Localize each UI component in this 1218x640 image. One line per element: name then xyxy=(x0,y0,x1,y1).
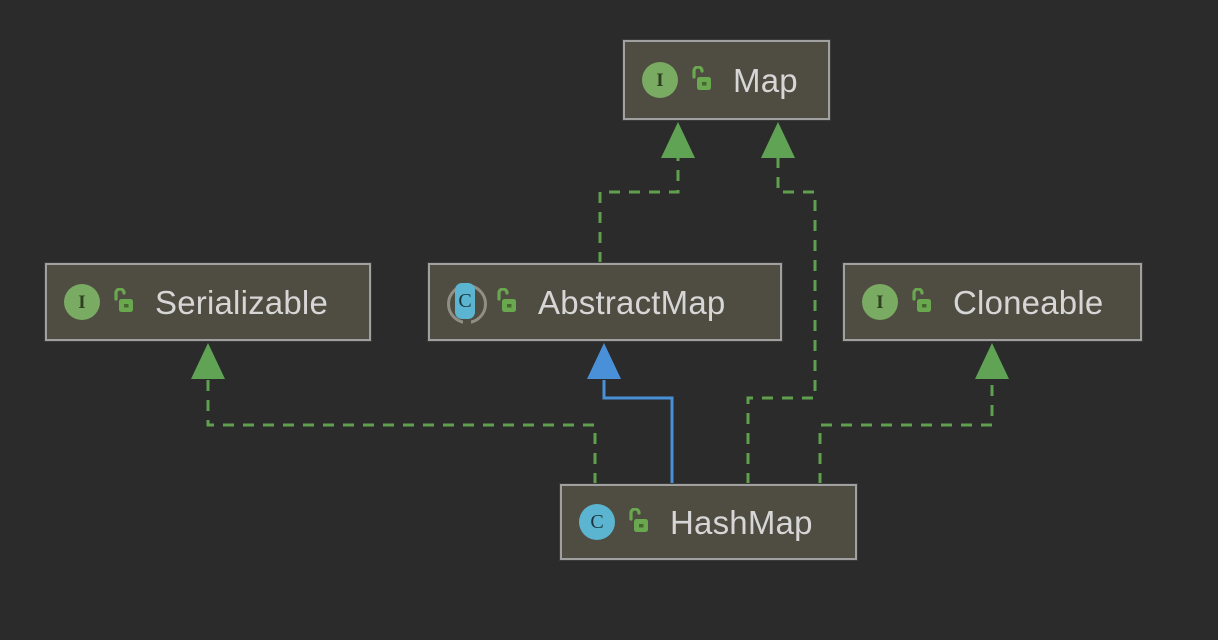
node-map-label: Map xyxy=(733,61,798,99)
node-cloneable-label: Cloneable xyxy=(953,283,1104,321)
edge-line xyxy=(598,140,680,263)
interface-glyph: I xyxy=(642,62,678,98)
interface-icon: I xyxy=(861,283,899,321)
arrowhead-triangle xyxy=(587,343,621,379)
node-hashmap[interactable]: C HashMap xyxy=(560,484,857,560)
unlock-icon xyxy=(111,287,137,317)
arrowhead-triangle xyxy=(191,343,225,379)
unlock-icon xyxy=(689,65,715,95)
node-hashmap-content: C HashMap xyxy=(562,503,855,541)
edge-abstractmap-implements-map[interactable] xyxy=(598,122,695,263)
node-abstractmap-label: AbstractMap xyxy=(538,283,726,321)
node-abstractmap[interactable]: C AbstractMap xyxy=(428,263,782,341)
edge-hashmap-implements-cloneable[interactable] xyxy=(818,343,1009,484)
arrowhead-triangle xyxy=(661,122,695,158)
node-serializable-label: Serializable xyxy=(155,283,328,321)
arrowhead-triangle xyxy=(975,343,1009,379)
edge-line xyxy=(746,140,817,484)
class-glyph: C xyxy=(579,504,615,540)
abstract-class-icon: C xyxy=(446,283,487,324)
class-icon: C xyxy=(578,503,616,541)
edge-line xyxy=(818,380,994,484)
unlock-icon xyxy=(494,287,520,317)
node-cloneable[interactable]: I Cloneable xyxy=(843,263,1142,341)
unlock-icon xyxy=(626,507,652,537)
node-cloneable-content: I Cloneable xyxy=(845,283,1140,321)
edge-hashmap-implements-map[interactable] xyxy=(746,122,817,484)
node-hashmap-label: HashMap xyxy=(670,503,813,541)
node-map-content: I Map xyxy=(625,61,828,99)
edge-hashmap-implements-serializable[interactable] xyxy=(191,343,597,484)
interface-icon: I xyxy=(641,61,679,99)
interface-glyph: I xyxy=(862,284,898,320)
class-glyph: C xyxy=(455,283,475,319)
arrowhead-triangle xyxy=(761,122,795,158)
edge-line xyxy=(206,380,597,484)
interface-glyph: I xyxy=(64,284,100,320)
node-map[interactable]: I Map xyxy=(623,40,830,120)
node-serializable[interactable]: I Serializable xyxy=(45,263,371,341)
edge-hashmap-extends-abstractmap[interactable] xyxy=(587,343,674,484)
node-serializable-content: I Serializable xyxy=(47,283,369,321)
edge-line xyxy=(602,380,674,484)
node-abstractmap-content: C AbstractMap xyxy=(430,283,780,324)
interface-icon: I xyxy=(63,283,101,321)
unlock-icon xyxy=(909,287,935,317)
abstract-class-icon-shape: C xyxy=(446,283,487,324)
